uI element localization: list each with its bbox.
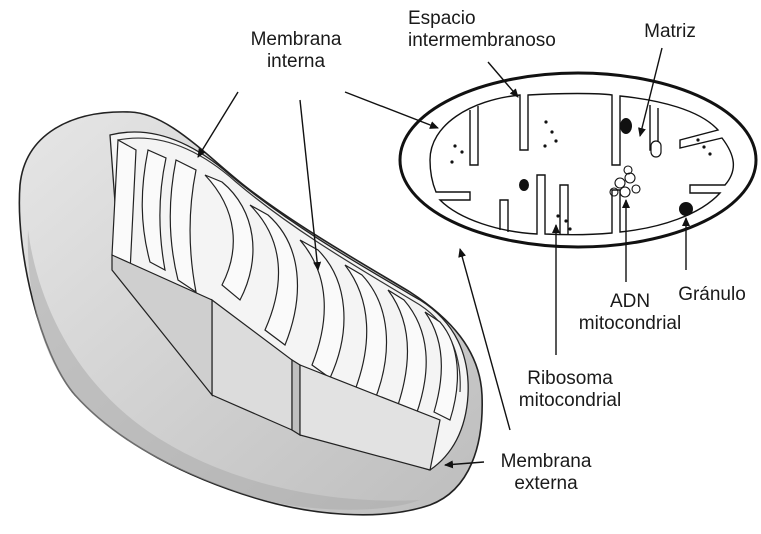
label-membrana-interna-line1: Membrana <box>236 29 356 51</box>
label-ribosoma-line1: Ribosoma <box>500 368 640 390</box>
small-vesicle <box>651 141 661 157</box>
label-membrana-externa: Membrana externa <box>486 451 606 495</box>
label-espacio-line2: intermembranoso <box>408 30 556 52</box>
label-espacio-line1: Espacio <box>408 8 556 30</box>
label-ribosoma-mitocondrial: Ribosoma mitocondrial <box>500 368 640 412</box>
label-membrana-interna: Membrana interna <box>236 29 356 73</box>
label-granulo: Gránulo <box>672 284 752 306</box>
label-membrana-externa-line2: externa <box>486 473 606 495</box>
label-ribosoma-line2: mitocondrial <box>500 390 640 412</box>
label-membrana-interna-line2: interna <box>236 51 356 73</box>
arrow-espacio-a <box>345 92 438 128</box>
label-matriz: Matriz <box>630 21 710 43</box>
label-membrana-externa-line1: Membrana <box>486 451 606 473</box>
label-adn-line2: mitocondrial <box>570 313 690 335</box>
outer-membrane-2d <box>400 73 756 247</box>
arrow-membrana-interna-1 <box>198 92 238 157</box>
mitochondrion-cross-section <box>400 73 756 247</box>
label-espacio-intermembranoso: Espacio intermembranoso <box>408 8 556 52</box>
